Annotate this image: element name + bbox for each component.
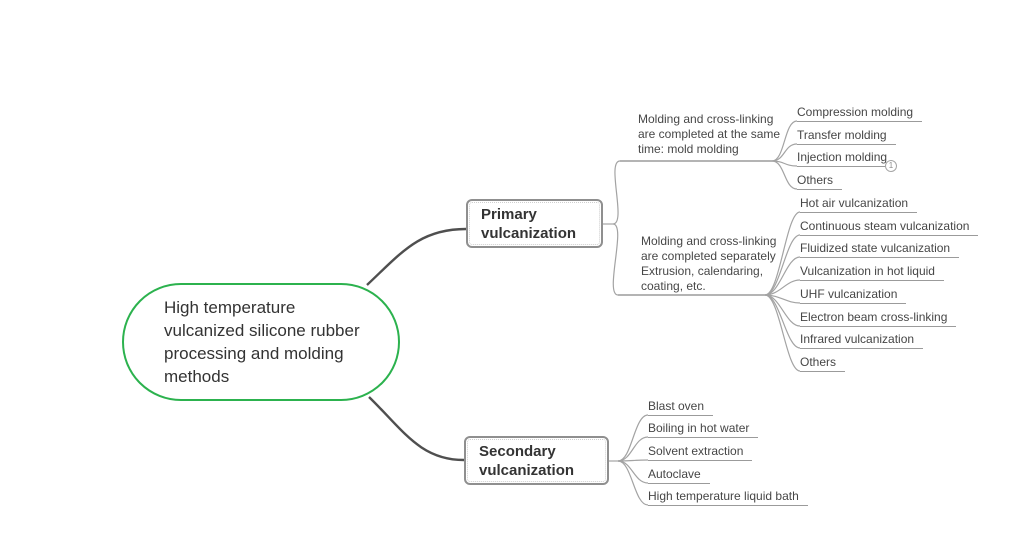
leaf-injection-molding[interactable]: Injection molding	[797, 150, 897, 167]
leaf-autoclave[interactable]: Autoclave	[648, 467, 710, 484]
leaf-continuous-steam-vulcanization[interactable]: Continuous steam vulcanization	[800, 219, 979, 236]
leaf-vulcanization-in-hot-liquid[interactable]: Vulcanization in hot liquid	[800, 264, 944, 281]
branch-secondary-label: Secondary vulcanization	[479, 442, 575, 479]
leaf-transfer-molding[interactable]: Transfer molding	[797, 128, 896, 145]
root-node[interactable]: High temperature vulcanized silicone rub…	[122, 283, 400, 401]
root-node-label: High temperature vulcanized silicone rub…	[164, 298, 360, 386]
leaf-uhf-vulcanization[interactable]: UHF vulcanization	[800, 287, 907, 304]
leaf-solvent-extraction[interactable]: Solvent extraction	[648, 444, 753, 461]
leaf-fluidized-state-vulcanization[interactable]: Fluidized state vulcanization	[800, 241, 960, 258]
branch-primary-label: Primary vulcanization	[481, 205, 577, 242]
leaf-others-1[interactable]: Others	[797, 173, 843, 190]
leaf-hot-air-vulcanization[interactable]: Hot air vulcanization	[800, 196, 918, 213]
leaf-infrared-vulcanization[interactable]: Infrared vulcanization	[800, 332, 924, 349]
group-label-separate-crosslinking[interactable]: Molding and cross-linking are completed …	[641, 234, 777, 293]
leaf-others-2[interactable]: Others	[800, 355, 846, 372]
leaf-high-temperature-liquid-bath[interactable]: High temperature liquid bath	[648, 489, 808, 506]
branch-node-primary[interactable]: Primary vulcanization	[466, 199, 603, 248]
leaf-electron-beam-cross-linking[interactable]: Electron beam cross-linking	[800, 310, 957, 327]
numbered-marker-badge[interactable]: 1	[885, 160, 897, 172]
branch-node-secondary[interactable]: Secondary vulcanization	[464, 436, 609, 485]
leaf-blast-oven[interactable]: Blast oven	[648, 399, 714, 416]
leaf-boiling-in-hot-water[interactable]: Boiling in hot water	[648, 421, 759, 438]
group-label-mold-molding[interactable]: Molding and cross-linking are completed …	[638, 112, 781, 156]
leaf-compression-molding[interactable]: Compression molding	[797, 105, 923, 122]
